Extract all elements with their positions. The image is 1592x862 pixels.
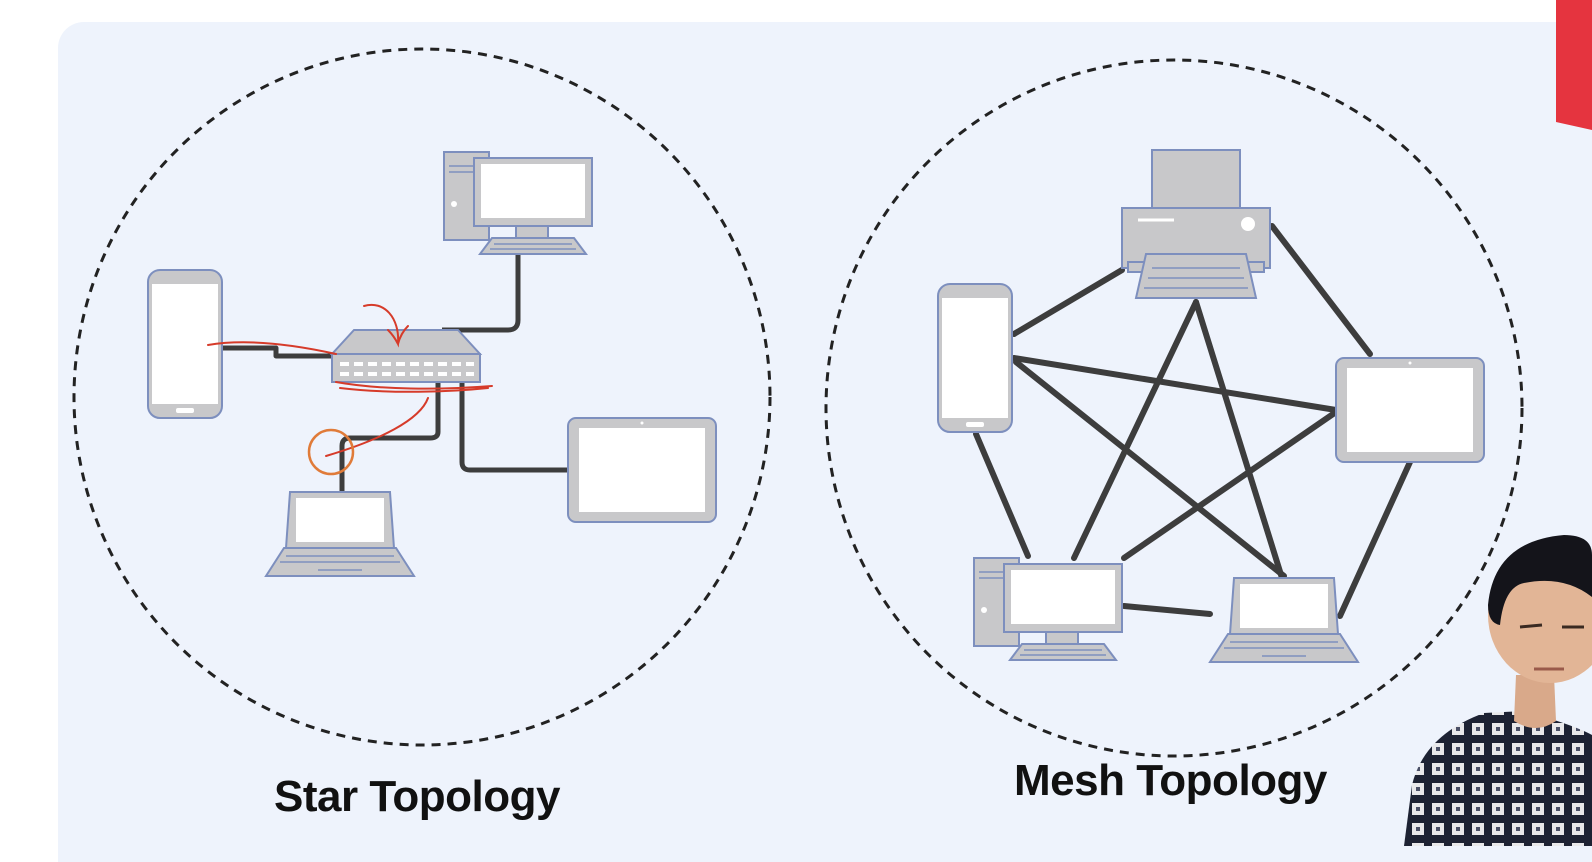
star-cables (222, 255, 570, 494)
desktop-computer-icon (973, 557, 1123, 661)
printer-icon (1120, 148, 1272, 300)
accent-tab (1556, 0, 1592, 130)
hand-drawn-annotation (207, 303, 493, 476)
laptop-icon (1209, 577, 1359, 663)
tablet-icon (567, 417, 717, 523)
network-switch-icon (331, 329, 481, 383)
desktop-computer-icon (443, 151, 593, 255)
tablet-icon (1335, 357, 1485, 463)
laptop-icon (265, 491, 415, 577)
smartphone-icon (937, 283, 1013, 433)
mesh-topology-caption: Mesh Topology (1014, 756, 1327, 805)
presenter-video-overlay (1404, 535, 1592, 846)
star-topology-caption: Star Topology (274, 772, 561, 821)
star-boundary (72, 47, 772, 747)
mesh-boundary (824, 58, 1524, 758)
mesh-cables (973, 223, 1413, 619)
